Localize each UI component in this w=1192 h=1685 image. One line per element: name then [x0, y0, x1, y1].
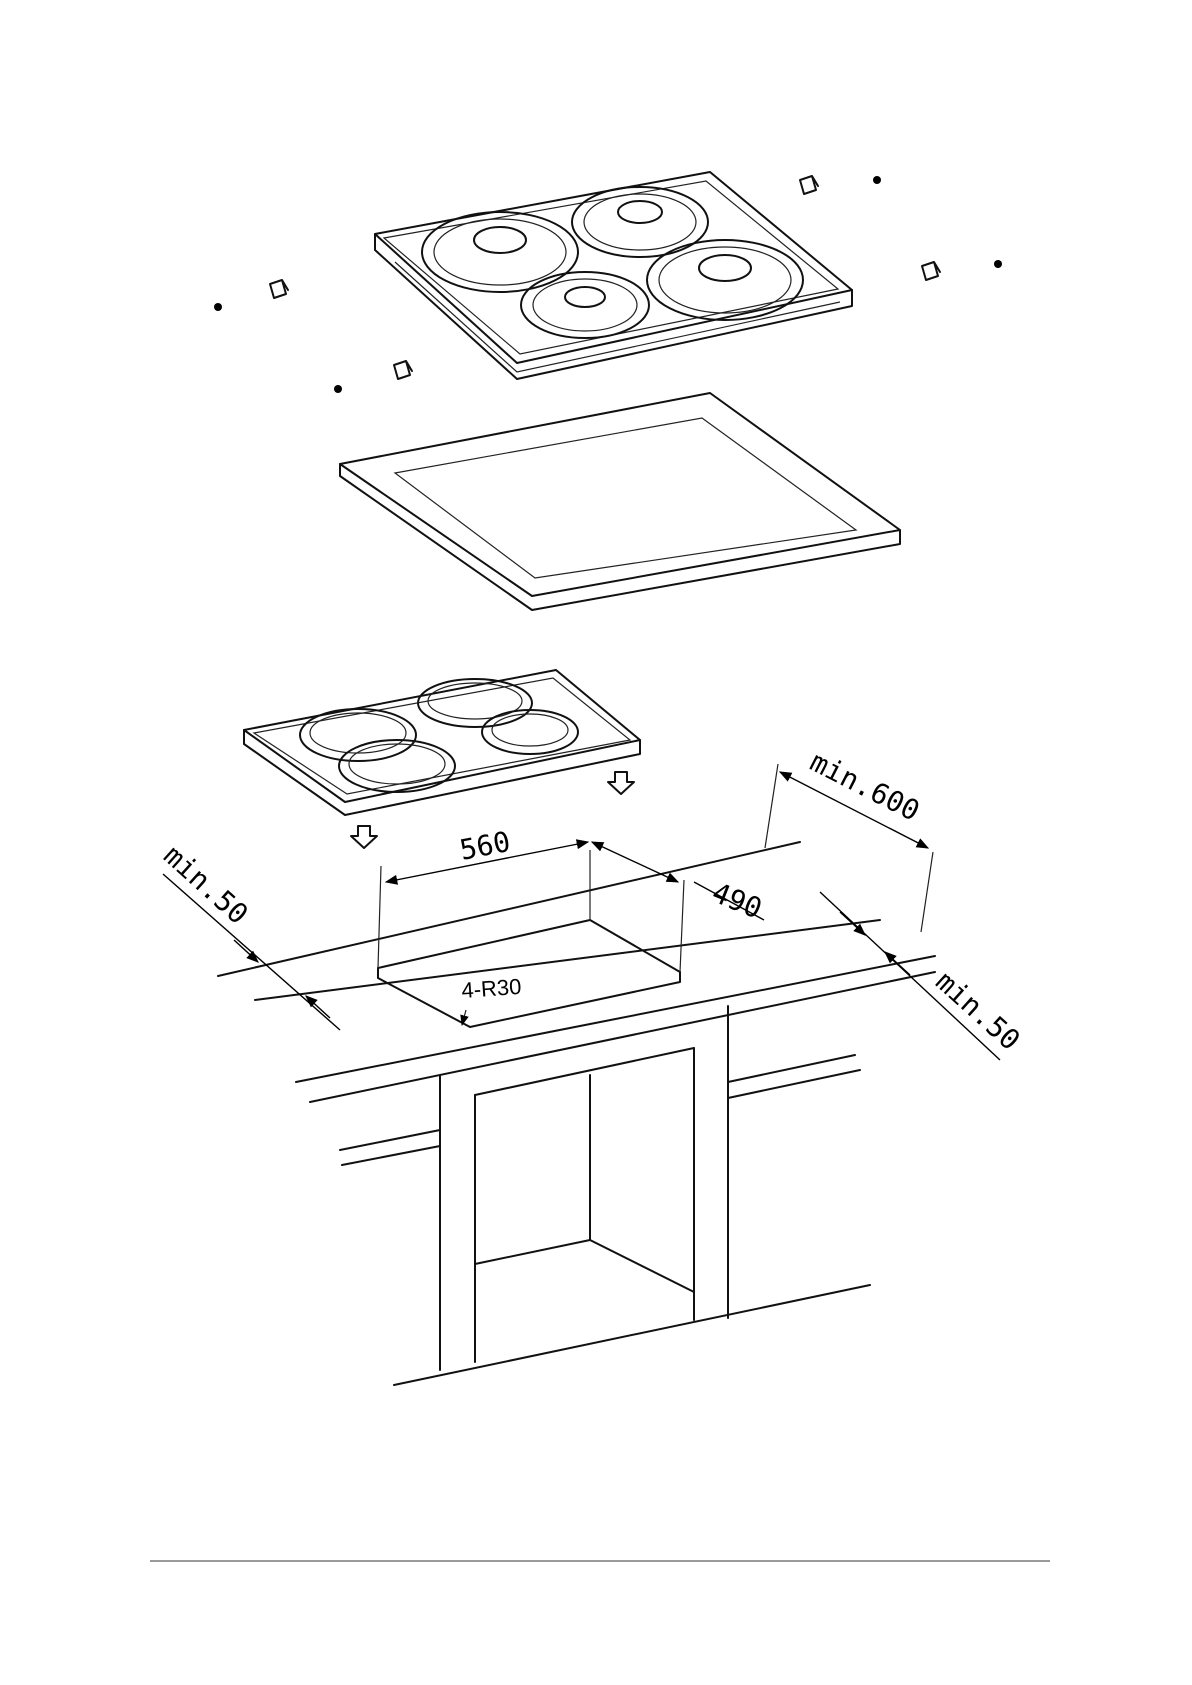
- fixing-clips: [270, 176, 940, 379]
- sealing-gasket: [340, 393, 900, 610]
- burner-front-left: [521, 272, 649, 338]
- burner-back-right: [572, 187, 708, 257]
- hob-top-exploded: [375, 172, 852, 379]
- dim-label-560: 560: [457, 825, 513, 867]
- worktop: [218, 842, 935, 1102]
- footer-divider: [150, 1560, 1050, 1562]
- dim-label-min-50-right: min.50: [929, 965, 1026, 1057]
- dim-label-min-50-left: min.50: [157, 839, 254, 931]
- hob-lowering: [244, 670, 640, 815]
- burner-back-left: [422, 212, 578, 292]
- dim-label-490: 490: [707, 876, 766, 926]
- fixing-screws: [214, 176, 1002, 393]
- dim-label-corner-radius: 4-R30: [461, 974, 523, 1003]
- cabinet: [340, 1006, 870, 1385]
- burner-front-right: [647, 240, 803, 320]
